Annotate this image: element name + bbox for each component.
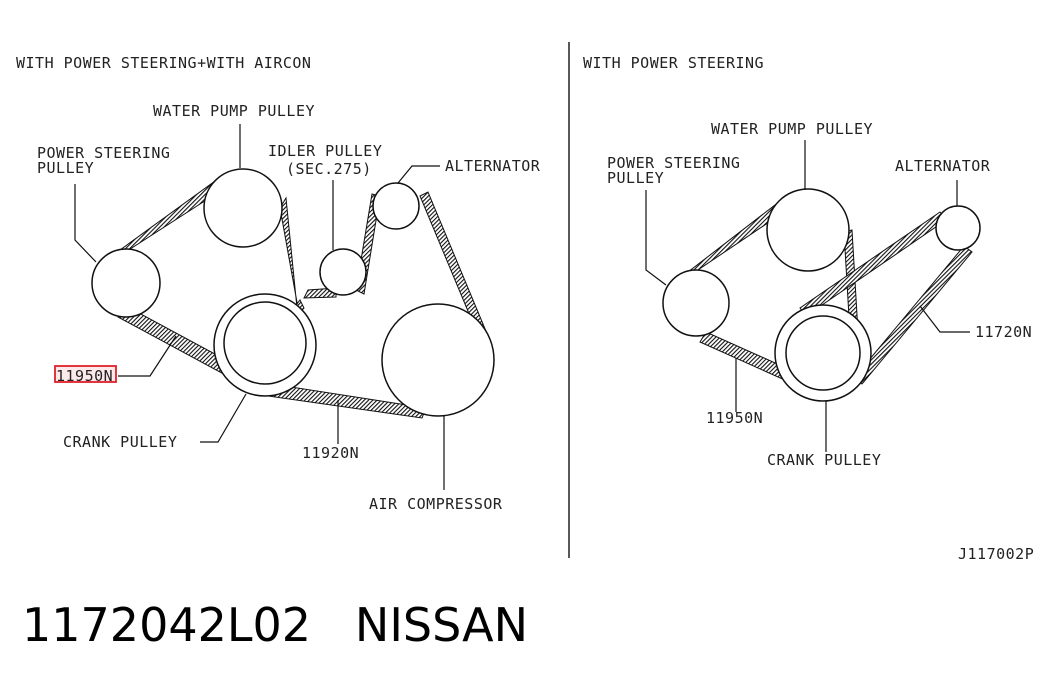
left-panel-title: WITH POWER STEERING+WITH AIRCON (16, 54, 311, 72)
left-panel: WITH POWER STEERING+WITH AIRCON (16, 54, 541, 513)
belt-11950n-label-left: 11950N (56, 367, 113, 385)
alternator-pulley-left (372, 182, 420, 230)
right-panel-title: WITH POWER STEERING (583, 54, 764, 72)
water-pump-pulley-right (766, 188, 850, 272)
power-steering-pulley-label-left: POWER STEERING (37, 144, 170, 162)
crank-pulley-label-left: CRANK PULLEY (63, 433, 177, 451)
crank-pulley-inner-right (785, 315, 861, 391)
power-steering-pulley-label-left-2: PULLEY (37, 159, 94, 177)
belt-11950n-highlight (54, 365, 117, 383)
belt-11950n-label-right: 11950N (706, 409, 763, 427)
brand-name: NISSAN (354, 598, 529, 652)
belt-11720n-label: 11720N (975, 323, 1032, 341)
crank-pulley-inner-left (223, 301, 307, 385)
part-number: 1172042L02 (22, 598, 312, 652)
water-pump-pulley-label-right: WATER PUMP PULLEY (711, 120, 873, 138)
idler-pulley (319, 248, 367, 296)
idler-pulley-label: IDLER PULLEY (268, 142, 382, 160)
belt-11920n-label: 11920N (302, 444, 359, 462)
power-steering-pulley-right (662, 269, 730, 337)
power-steering-pulley-label-right-2: PULLEY (607, 169, 664, 187)
power-steering-pulley-left (91, 248, 161, 318)
leader-lines-left (74, 124, 445, 490)
crank-pulley-label-right: CRANK PULLEY (767, 451, 881, 469)
idler-pulley-section-label: (SEC.275) (286, 160, 372, 178)
leader-lines-right (645, 140, 970, 452)
water-pump-pulley-left (203, 168, 283, 248)
air-compressor-label: AIR COMPRESSOR (369, 495, 503, 513)
water-pump-pulley-label-left: WATER PUMP PULLEY (153, 102, 315, 120)
alternator-label-right: ALTERNATOR (895, 157, 991, 175)
part-caption: 1172042L02 NISSAN (22, 598, 528, 652)
alternator-pulley-right (935, 205, 981, 251)
power-steering-pulley-label-right: POWER STEERING (607, 154, 740, 172)
right-panel: WITH POWER STEERING WATER PUMP PULLEY PO… (583, 54, 1032, 469)
air-compressor-pulley (381, 303, 495, 417)
figure-code: J117002P (958, 545, 1034, 563)
alternator-label-left: ALTERNATOR (445, 157, 541, 175)
